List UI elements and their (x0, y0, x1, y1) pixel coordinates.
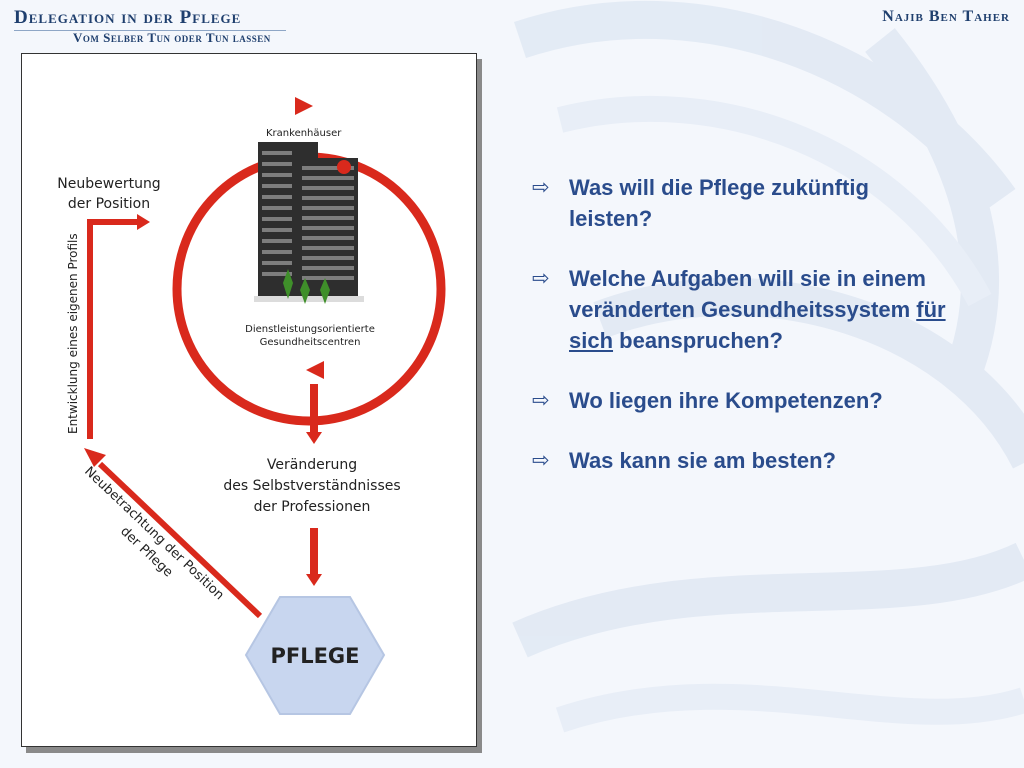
diagram-figure: Krankenhäuser Dienstleistungsorientierte… (21, 53, 477, 747)
header-title: Delegation in der Pflege (14, 7, 242, 28)
building-window (302, 246, 354, 250)
label-neubewertung-1: Neubewertung (57, 176, 160, 192)
header-subtitle: Vom Selber Tun oder Tun lassen (73, 30, 271, 45)
building-window (262, 250, 292, 254)
diagonal-arrowhead (84, 448, 106, 467)
building-window (262, 173, 292, 177)
ring-arrowhead-bottom (306, 361, 324, 379)
building-window (302, 256, 354, 260)
label-pflege: PFLEGE (270, 644, 359, 668)
question-list: ⇨ Was will die Pflege zukünftig leisten?… (532, 172, 952, 505)
building-window (302, 206, 354, 210)
arrow-right-outline-icon: ⇨ (532, 389, 550, 412)
diagonal-arrow (97, 461, 263, 619)
building-window (302, 276, 354, 280)
building-window (302, 216, 354, 220)
label-neubewertung-2: der Position (68, 196, 150, 212)
question-item: ⇨ Welche Aufgaben will sie in einem verä… (532, 263, 952, 356)
question-text-part: beanspruchen? (613, 328, 783, 353)
building-window (302, 176, 354, 180)
label-entwicklung: Entwicklung eines eigenen Profils (66, 233, 80, 434)
label-dienstleistung-1: Dienstleistungsorientierte (245, 324, 375, 335)
left-loop-arrowhead (137, 214, 150, 230)
building-window (262, 184, 292, 188)
cycle-diagram: Krankenhäuser Dienstleistungsorientierte… (57, 97, 446, 715)
header-author: Najib Ben Taher (882, 8, 1010, 25)
arrow-right-outline-icon: ⇨ (532, 449, 550, 472)
label-neubetrachtung-1: Neubetrachtung der Position (81, 464, 226, 603)
pflege-hexagon (244, 596, 386, 715)
label-veraenderung-1: Veränderung (267, 457, 357, 473)
building-window (302, 196, 354, 200)
building-window (262, 206, 292, 210)
arrow-right-outline-icon: ⇨ (532, 267, 550, 290)
building-window (302, 236, 354, 240)
building-window (262, 195, 292, 199)
question-text: Wo liegen ihre Kompetenzen? (569, 388, 883, 413)
question-text: Was kann sie am besten? (569, 448, 836, 473)
arrow-right-outline-icon: ⇨ (532, 176, 550, 199)
building-window (302, 166, 354, 170)
building-window (262, 217, 292, 221)
down-arrow-head-1 (306, 432, 322, 444)
hospital-building-icon (254, 142, 364, 304)
label-veraenderung-2: des Selbstverständnisses (223, 478, 400, 494)
down-arrow-head-2 (306, 574, 322, 586)
question-item: ⇨ Wo liegen ihre Kompetenzen? (532, 385, 952, 416)
question-text-underlined: für sich (569, 297, 946, 353)
label-dienstleistung-2: Gesundheitscentren (260, 337, 361, 348)
building-window (302, 186, 354, 190)
down-arrow-shaft-2 (310, 528, 318, 574)
building-window (302, 266, 354, 270)
header-rule (14, 30, 286, 31)
left-loop-arrow (87, 219, 140, 439)
building-window (262, 239, 292, 243)
down-arrow-shaft-1 (310, 384, 318, 432)
label-krankenhaeuser: Krankenhäuser (266, 128, 342, 139)
building-window (262, 228, 292, 232)
ring-arrowhead-top (295, 97, 313, 115)
building-window (262, 151, 292, 155)
building-window (302, 226, 354, 230)
question-item: ⇨ Was will die Pflege zukünftig leisten? (532, 172, 952, 234)
question-text-part: Welche Aufgaben will sie in einem veränd… (569, 266, 926, 322)
building-window (262, 272, 292, 276)
building-window (262, 261, 292, 265)
label-veraenderung-3: der Professionen (254, 499, 371, 515)
question-item: ⇨ Was kann sie am besten? (532, 445, 952, 476)
question-text: Was will die Pflege zukünftig leisten? (569, 175, 869, 231)
building-window (262, 162, 292, 166)
